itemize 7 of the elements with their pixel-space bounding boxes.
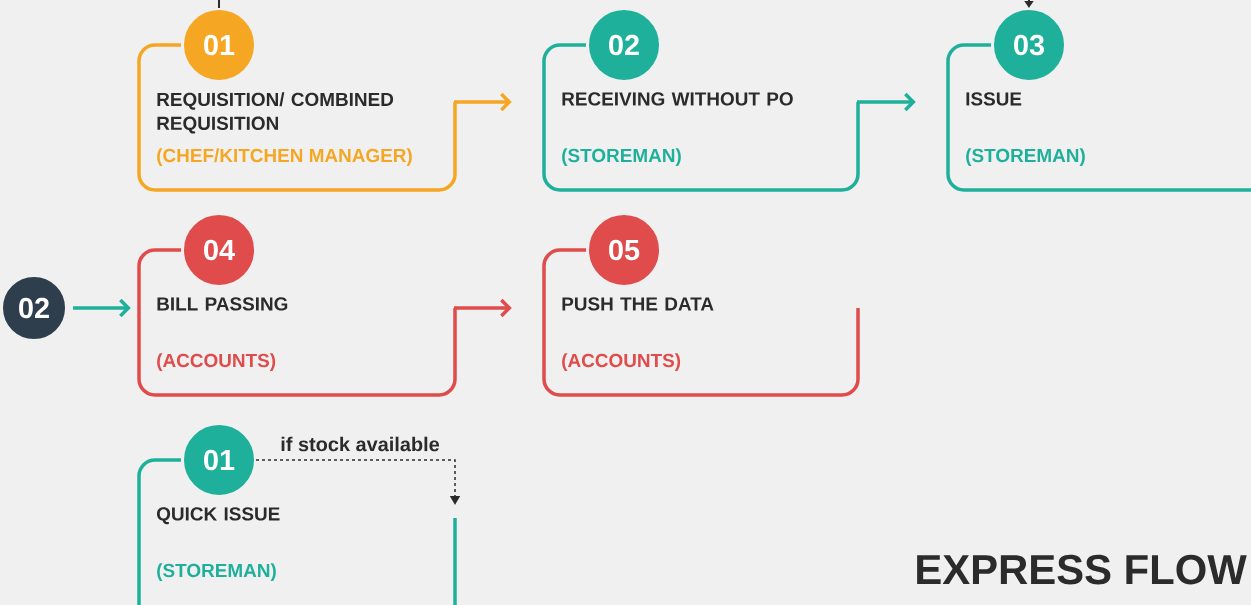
arrow — [255, 459, 461, 505]
arrow — [73, 298, 131, 318]
title: EXPRESS FLOW — [917, 554, 1247, 585]
edge-label: if stock available — [281, 436, 440, 452]
arrow — [857, 92, 916, 112]
arrow — [454, 92, 512, 112]
arrow — [454, 298, 512, 318]
